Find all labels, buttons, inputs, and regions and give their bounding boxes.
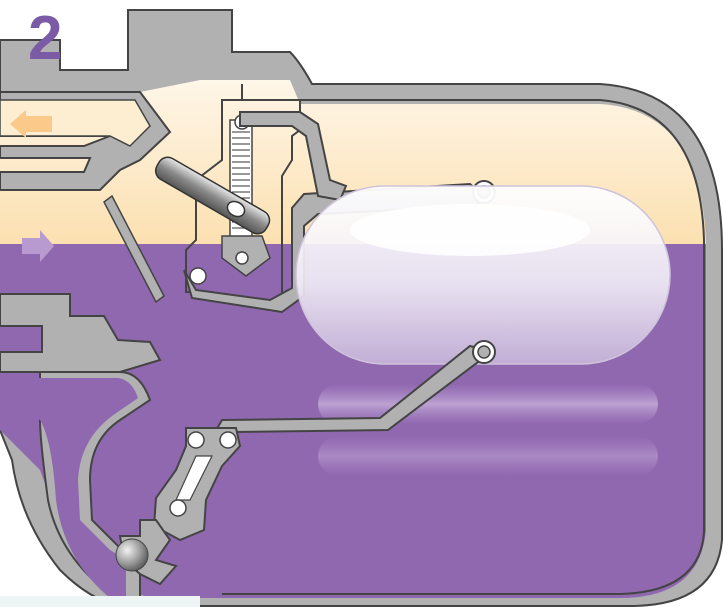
step-number: 2 (28, 4, 63, 73)
bottom-strip (0, 596, 200, 607)
vent-valve-rod (154, 156, 271, 235)
linkage-pivot-a (187, 431, 205, 449)
vent-lever-pivot (235, 251, 249, 265)
drain-channel (0, 378, 138, 598)
outlet-channel (0, 99, 151, 147)
chamber-wall-bottom (222, 240, 705, 595)
linkage-pivot-c (169, 499, 187, 517)
main-valve-ball (115, 538, 149, 572)
float-arm-pivot-inner (477, 345, 491, 359)
chamber-wall-top (241, 84, 705, 241)
check-flapper (103, 194, 165, 304)
inlet-lower-block (0, 293, 162, 373)
vent-linkage-pivot (189, 267, 207, 285)
linkage-pivot-b (219, 431, 237, 449)
float-highlight (350, 204, 590, 256)
float-reflection-2 (318, 436, 658, 476)
linkage-slot (175, 455, 213, 501)
arrow-left-icon (10, 110, 52, 138)
arrow-right-icon (22, 230, 54, 262)
